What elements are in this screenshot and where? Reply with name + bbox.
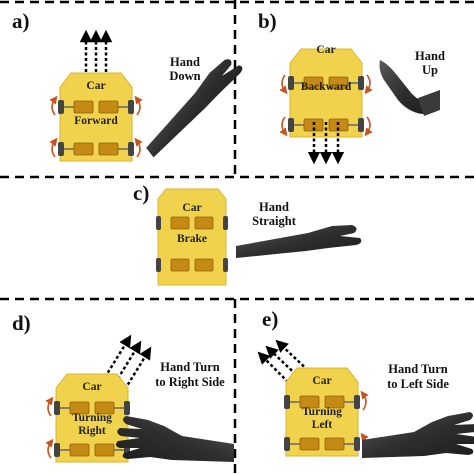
car-d-state1: Turning — [72, 412, 112, 424]
car-e-state2: Left — [312, 419, 333, 431]
hand-d-line1: Hand Turn — [160, 360, 219, 374]
hand-d-line2: to Right Side — [155, 375, 225, 389]
hand-c-line1: Hand — [259, 200, 289, 214]
car-a-title: Car — [86, 80, 105, 92]
hand-turn-left-icon — [362, 412, 474, 458]
car-brake — [156, 188, 228, 286]
panel-a-letter: a) — [12, 9, 30, 33]
panel-c: c) Car Brake Hand Straight — [133, 181, 362, 286]
car-d-state2: Right — [78, 425, 106, 437]
panel-e-letter: e) — [262, 307, 278, 331]
panel-d-letter: d) — [12, 311, 31, 335]
backward-motion-arrows — [307, 122, 345, 165]
car-e-state1: Turning — [302, 406, 342, 418]
hand-e-line2: to Left Side — [387, 377, 449, 391]
hand-a-line1: Hand — [170, 55, 200, 69]
panel-a: a) Car Forward Hand Down — [12, 9, 253, 162]
forward-motion-arrows — [79, 29, 113, 72]
hand-b-line1: Hand — [415, 49, 445, 63]
hand-c-line2: Straight — [252, 214, 297, 228]
hand-a-line2: Down — [169, 69, 200, 83]
car-b-title: Car — [316, 44, 335, 56]
car-e-title: Car — [312, 375, 331, 387]
hand-straight-icon — [236, 225, 362, 258]
hand-turn-right-icon — [115, 416, 234, 462]
car-turning-right — [45, 373, 131, 463]
hand-e-line1: Hand Turn — [388, 362, 447, 376]
car-a-state: Forward — [74, 115, 118, 127]
panel-c-letter: c) — [133, 181, 149, 205]
hand-up-icon — [379, 60, 440, 116]
panel-b-letter: b) — [258, 9, 277, 33]
panel-e: e) Car Turning Left Hand Turn to Left Si… — [257, 307, 474, 458]
car-c-state: Brake — [177, 233, 207, 245]
car-c-title: Car — [182, 202, 201, 214]
car-b-state: Backward — [301, 81, 352, 93]
panel-b: b) Car Backward Hand Up — [258, 9, 445, 165]
car-d-title: Car — [82, 381, 101, 393]
hand-b-line2: Up — [422, 63, 438, 77]
panel-d: d) Car Turning Right Hand Turn to Right … — [12, 311, 234, 463]
